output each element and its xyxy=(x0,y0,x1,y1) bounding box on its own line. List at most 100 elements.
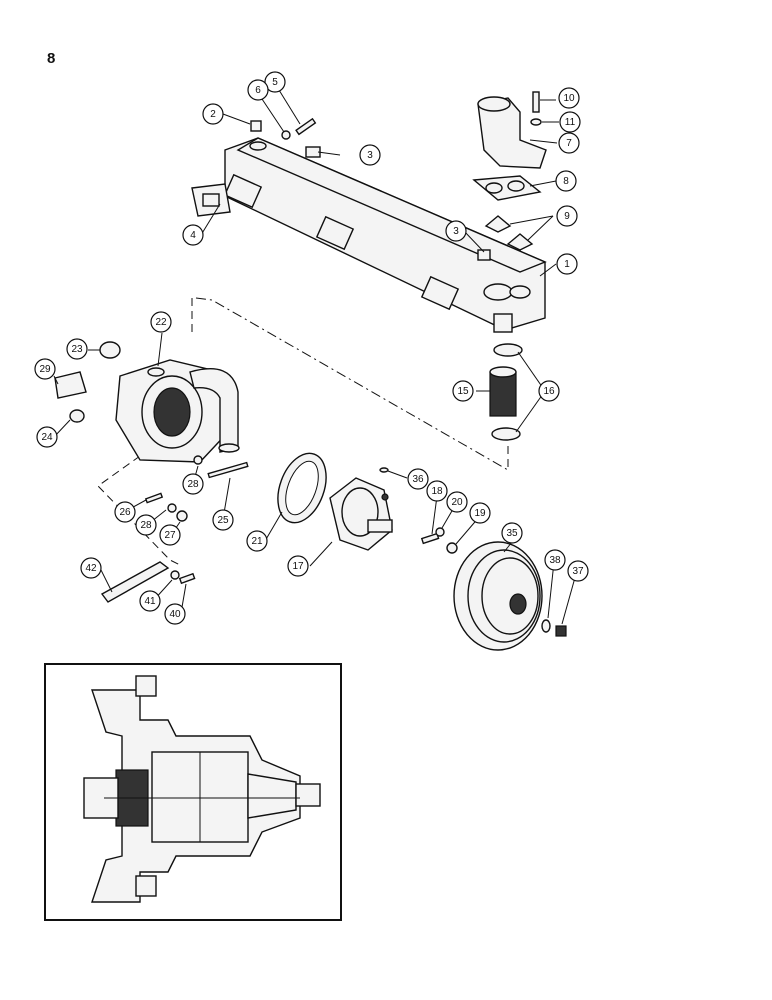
washer-38 xyxy=(541,619,551,633)
callout-label: 24 xyxy=(41,432,53,443)
callout-circle xyxy=(445,220,467,242)
callout-label: 3 xyxy=(367,150,373,161)
callout-6: 6 xyxy=(247,79,269,101)
callout-label: 3 xyxy=(453,226,459,237)
callout-label: 27 xyxy=(164,530,176,541)
callout-label: 19 xyxy=(474,508,486,519)
callout-41: 41 xyxy=(139,590,161,612)
inset-cutaway xyxy=(44,663,342,921)
callout-label: 17 xyxy=(292,561,304,572)
callout-label: 28 xyxy=(187,479,199,490)
callout-circle xyxy=(34,358,56,380)
callout-circle xyxy=(567,560,589,582)
callout-label: 21 xyxy=(251,536,263,547)
callout-circle xyxy=(556,253,578,275)
washer-20 xyxy=(435,527,445,537)
callout-36: 36 xyxy=(407,468,429,490)
callout-circle xyxy=(555,170,577,192)
callout-circle xyxy=(36,426,58,448)
bolt-10 xyxy=(532,91,540,113)
callout-circle xyxy=(150,311,172,333)
brace-42 xyxy=(100,561,170,603)
callout-38: 38 xyxy=(544,549,566,571)
callout-25: 25 xyxy=(212,509,234,531)
callout-27: 27 xyxy=(159,524,181,546)
callout-22: 22 xyxy=(150,311,172,333)
callout-18: 18 xyxy=(426,480,448,502)
callout-16: 16 xyxy=(538,380,560,402)
callout-15: 15 xyxy=(452,380,474,402)
plug-24 xyxy=(69,409,85,423)
callout-circle xyxy=(247,79,269,101)
bolt-25 xyxy=(207,461,249,479)
nut-28-lower xyxy=(167,503,177,513)
callout-label: 18 xyxy=(431,486,443,497)
callout-circle xyxy=(66,338,88,360)
callout-circle xyxy=(469,502,491,524)
callout-20: 20 xyxy=(446,491,468,513)
callout-23: 23 xyxy=(66,338,88,360)
callout-circle xyxy=(135,514,157,536)
callout-circle xyxy=(426,480,448,502)
washer-11 xyxy=(530,118,542,126)
callout-circle xyxy=(544,549,566,571)
thermostat-b xyxy=(506,233,534,251)
callout-40: 40 xyxy=(164,603,186,625)
callout-label: 2 xyxy=(210,109,216,120)
callout-label: 41 xyxy=(144,596,156,607)
callout-21: 21 xyxy=(246,530,268,552)
bolt-18 xyxy=(420,532,440,545)
washer-41 xyxy=(170,570,180,580)
callout-label: 15 xyxy=(457,386,469,397)
nut-37 xyxy=(555,625,567,637)
stud-26 xyxy=(144,492,164,504)
callout-24: 24 xyxy=(36,426,58,448)
callout-circle xyxy=(556,205,578,227)
thermostat-gasket xyxy=(472,175,542,201)
callout-label: 1 xyxy=(564,259,570,270)
callout-3: 3 xyxy=(359,144,381,166)
hose-clamp-upper xyxy=(493,343,523,357)
callout-28: 28 xyxy=(135,514,157,536)
callout-label: 28 xyxy=(140,520,152,531)
callout-label: 40 xyxy=(169,609,181,620)
callout-circle xyxy=(558,87,580,109)
nut-28-upper xyxy=(193,455,203,465)
plug-36 xyxy=(379,467,389,473)
callout-9: 9 xyxy=(556,205,578,227)
callout-10: 10 xyxy=(558,87,580,109)
callout-label: 20 xyxy=(451,497,463,508)
washer-6 xyxy=(281,130,291,140)
nut-19 xyxy=(446,542,458,554)
callout-circle xyxy=(287,555,309,577)
routing-line-left xyxy=(97,455,183,567)
plug-23 xyxy=(99,341,121,359)
callout-label: 25 xyxy=(217,515,229,526)
callout-label: 42 xyxy=(85,563,97,574)
callout-label: 29 xyxy=(39,364,51,375)
callout-label: 26 xyxy=(119,507,131,518)
callout-circle xyxy=(80,557,102,579)
water-manifold xyxy=(223,137,547,333)
hose-clamp-lower xyxy=(491,427,521,441)
gasket-29 xyxy=(54,371,87,399)
callout-circle xyxy=(538,380,560,402)
callout-8: 8 xyxy=(555,170,577,192)
callout-circle xyxy=(264,71,286,93)
callout-circle xyxy=(359,144,381,166)
callout-label: 11 xyxy=(565,117,576,128)
callout-label: 16 xyxy=(543,386,555,397)
callout-circle xyxy=(246,530,268,552)
callout-17: 17 xyxy=(287,555,309,577)
callout-circle xyxy=(114,501,136,523)
callout-19: 19 xyxy=(469,502,491,524)
sleeve-3-upper xyxy=(305,146,321,158)
callout-label: 7 xyxy=(566,138,572,149)
page-number: 8 xyxy=(47,50,56,67)
callout-circle xyxy=(139,590,161,612)
callout-26: 26 xyxy=(114,501,136,523)
callout-circle xyxy=(501,522,523,544)
callout-label: 4 xyxy=(190,230,196,241)
